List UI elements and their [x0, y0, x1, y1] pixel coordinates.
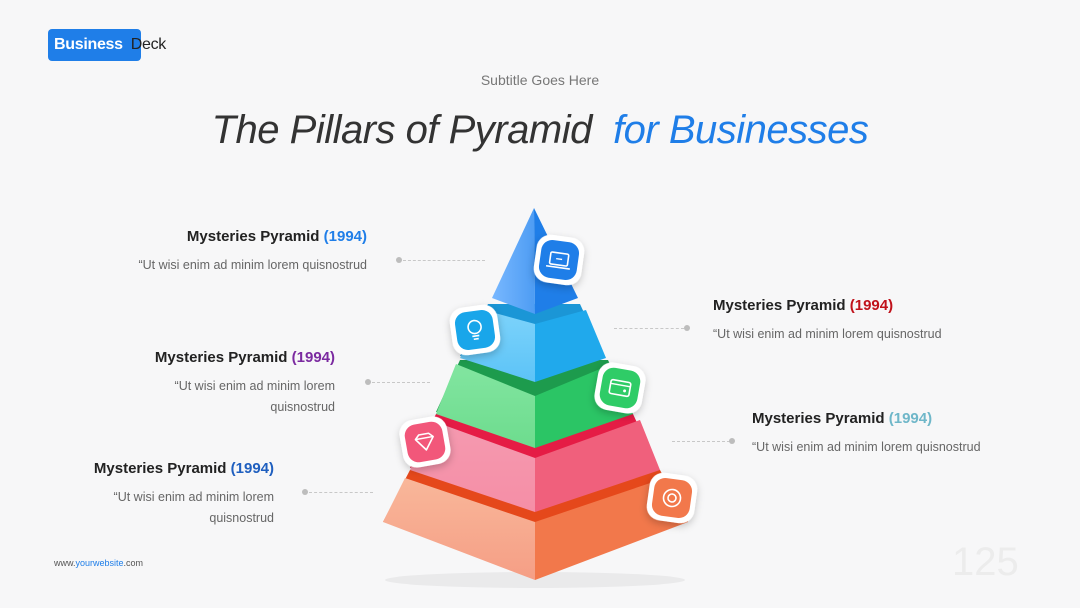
title-highlight: for Businesses	[613, 108, 869, 152]
label-year: (1994)	[888, 410, 933, 427]
label-year: (1994)	[291, 349, 335, 366]
label-heading: Mysteries Pyramid	[713, 297, 846, 314]
connector-line-1	[403, 260, 485, 261]
label-text-line-1: “Ut wisi enim ad minim lorem	[174, 379, 335, 393]
laptop-icon	[533, 234, 585, 286]
page-title: The Pillars of Pyramid for Businesses	[0, 108, 1080, 153]
label-text: “Ut wisi enim ad minim lorem quisnostrud	[138, 258, 367, 272]
connector-dot-3	[365, 379, 371, 385]
connector-dot-4	[729, 438, 735, 444]
label-text-line-2: quisnostrud	[270, 400, 335, 414]
label-text: “Ut wisi enim ad minim lorem quisnostrud	[752, 440, 981, 454]
label-tier-4: Mysteries Pyramid (1994) “Ut wisi enim a…	[752, 410, 981, 458]
connector-line-5	[309, 492, 373, 493]
logo: Business Deck	[48, 29, 166, 61]
label-tier-1: Mysteries Pyramid (1994) “Ut wisi enim a…	[138, 228, 367, 276]
connector-line-3	[372, 382, 430, 383]
logo-deck: Deck	[130, 36, 167, 53]
label-text-line-1: “Ut wisi enim ad minim lorem	[113, 490, 274, 504]
label-heading: Mysteries Pyramid	[93, 460, 227, 477]
connector-dot-2	[684, 325, 690, 331]
connector-dot-5	[302, 489, 308, 495]
subtitle: Subtitle Goes Here	[480, 72, 600, 88]
lightbulb-icon	[449, 304, 501, 356]
footer-website-link[interactable]: www.yourwebsite.com	[54, 558, 144, 568]
label-tier-5: Mysteries Pyramid (1994) “Ut wisi enim a…	[94, 460, 274, 529]
label-year: (1994)	[323, 228, 367, 245]
title-main: The Pillars of Pyramid	[211, 108, 593, 152]
label-year: (1994)	[230, 460, 274, 477]
page-number: 125	[952, 540, 1019, 584]
label-heading: Mysteries Pyramid	[154, 349, 288, 366]
label-heading: Mysteries Pyramid	[752, 410, 885, 427]
label-heading: Mysteries Pyramid	[186, 228, 320, 245]
label-tier-3: Mysteries Pyramid (1994) “Ut wisi enim a…	[155, 349, 335, 418]
label-text: “Ut wisi enim ad minim lorem quisnostrud	[713, 327, 942, 341]
logo-business: Business	[48, 29, 141, 61]
lifebuoy-icon	[646, 472, 698, 524]
label-year: (1994)	[849, 297, 894, 314]
connector-line-2	[614, 328, 684, 329]
diamond-icon	[399, 416, 451, 468]
connector-line-4	[672, 441, 730, 442]
wallet-icon	[594, 362, 646, 414]
label-tier-2: Mysteries Pyramid (1994) “Ut wisi enim a…	[713, 297, 942, 345]
connector-dot-1	[396, 257, 402, 263]
label-text-line-2: quisnostrud	[209, 511, 274, 525]
